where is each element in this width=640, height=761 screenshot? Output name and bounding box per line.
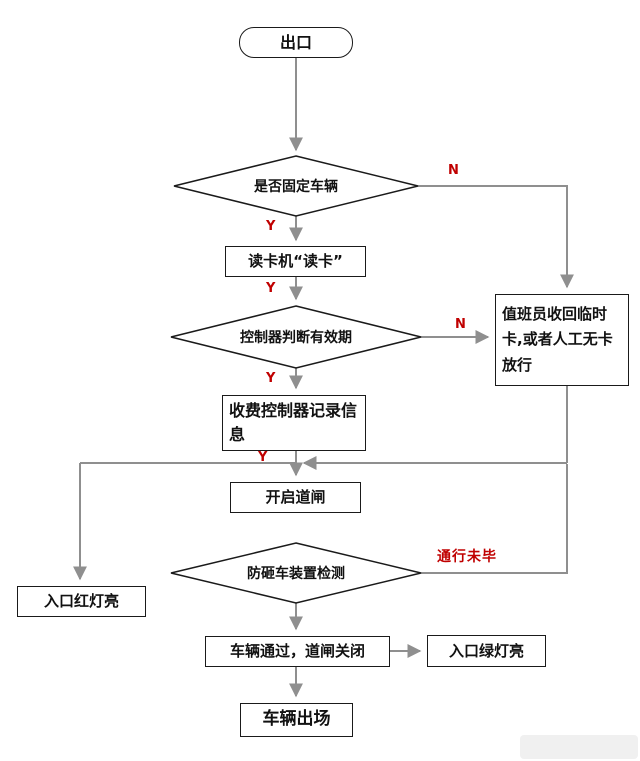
node-exit: 出口 [239, 27, 353, 58]
edge-label-y-junction: Y [258, 450, 268, 465]
node-vehicle-out: 车辆出场 [240, 703, 353, 737]
node-fee-record: 收费控制器记录信息 [222, 395, 366, 451]
edge-fixedcheck-no [418, 185, 574, 289]
node-entrance-green-light: 入口绿灯亮 [427, 635, 546, 667]
node-vehicle-pass-barrier-close: 车辆通过，道闸关闭 [205, 636, 390, 667]
edge-label-not-complete: 通行未毕 [437, 549, 497, 565]
edge-notcomplete-loop [421, 464, 568, 574]
watermark [520, 735, 638, 759]
node-entrance-red-light: 入口红灯亮 [17, 586, 146, 617]
node-open-barrier: 开启道闸 [230, 482, 361, 513]
node-card-reader: 读卡机“读卡” [225, 246, 366, 277]
node-attendant-collect: 值班员收回临时卡,或者人工无卡放行 [495, 294, 629, 386]
edge-label-n-fixed: N [448, 163, 459, 178]
decision-diamond-validity [170, 305, 422, 369]
edge-label-n-validity: N [455, 317, 466, 332]
edge-label-y-cardreader: Y [266, 281, 276, 296]
decision-diamond-fixed-vehicle [173, 155, 419, 217]
edge-label-y-fixed: Y [266, 219, 276, 234]
decision-diamond-anti-smash [170, 542, 422, 604]
edge-label-y-validity: Y [266, 371, 276, 386]
